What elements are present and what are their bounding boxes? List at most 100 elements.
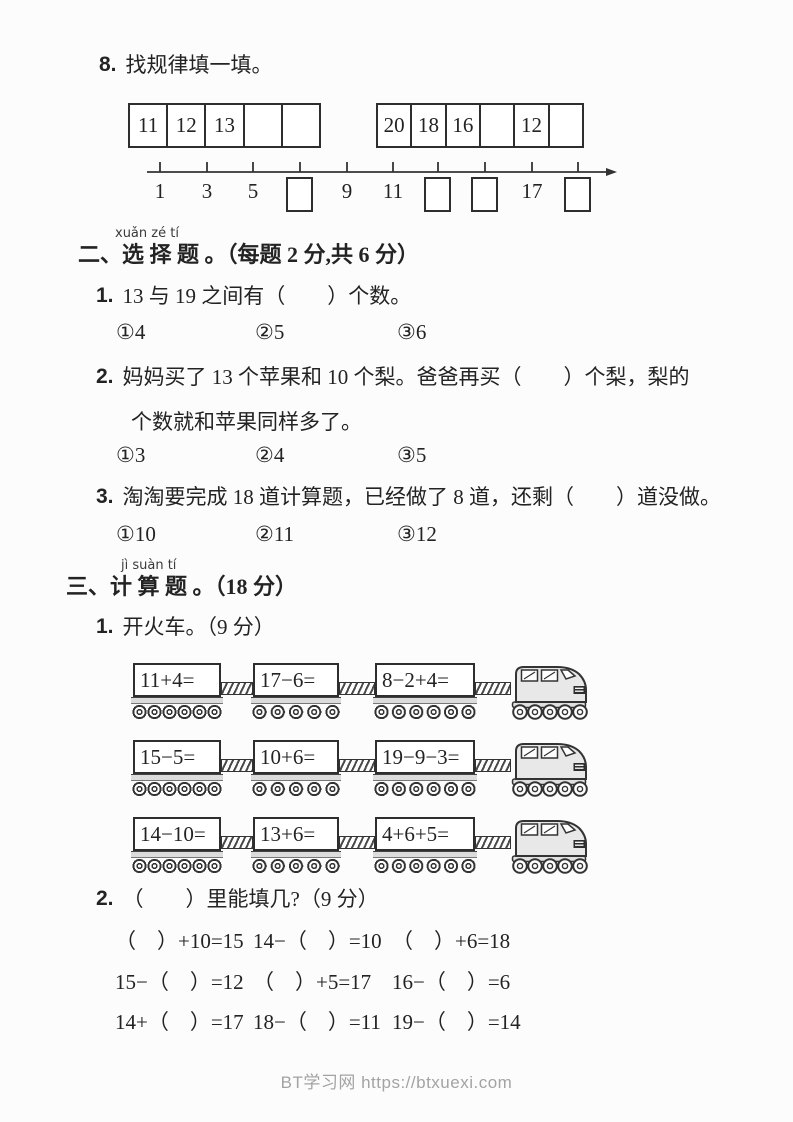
train-car: 15−5= [131, 740, 223, 797]
train-wheels-icon [132, 704, 222, 720]
train-car-expression: 4+6+5= [375, 817, 475, 851]
train-car: 14−10= [131, 817, 223, 874]
equation: 19−（ ）=14 [392, 1010, 521, 1034]
pattern-cell: 13 [206, 105, 245, 146]
section-title: 三、计 算 题 。（18 分） [66, 574, 298, 599]
pattern-cell: 18 [412, 105, 447, 146]
section-title: 二、选 择 题 。（每题 2 分,共 6 分） [78, 242, 420, 267]
train-car: 11+4= [131, 663, 223, 720]
question-text: （ ）里能填几?（9 分） [122, 887, 379, 911]
train-coupler-icon [221, 759, 253, 772]
train-car-expression: 10+6= [253, 740, 339, 774]
train-car-expression: 14−10= [133, 817, 221, 851]
choice-option: ①10 [116, 522, 156, 546]
train-car: 10+6= [251, 740, 341, 797]
number-line-label: 9 [341, 179, 353, 203]
equation: 14+（ ）=17 [115, 1010, 244, 1034]
question-8: 8. 找规律填一填。 [99, 52, 779, 78]
question-text: 找规律填一填。 [125, 53, 273, 77]
train-car: 19−9−3= [373, 740, 477, 797]
number-line-blank-box [286, 177, 313, 212]
train-row: 15−5= 10+6= 19−9−3= [131, 735, 589, 797]
question-number: 8. [99, 53, 117, 76]
train-wheels-icon [374, 781, 476, 797]
train-wheels-icon [374, 858, 476, 874]
train-car-chassis [131, 774, 223, 781]
question-text: 妈妈买了 13 个苹果和 10 个梨。爸爸再买（ ）个梨，梨的 [122, 365, 690, 389]
number-line-blank-box [424, 177, 451, 212]
locomotive-icon [511, 820, 588, 874]
choice-question-3: 3. 淘淘要完成 18 道计算题，已经做了 8 道，还剩（ ）道没做。 [96, 484, 776, 510]
train-car-chassis [373, 697, 477, 704]
number-line-label: 5 [247, 179, 259, 203]
train-car-chassis [373, 851, 477, 858]
number-line-label: 11 [382, 179, 404, 203]
pattern-cell: 12 [515, 105, 550, 146]
train-car-chassis [251, 697, 341, 704]
train-car-expression: 19−9−3= [375, 740, 475, 774]
locomotive-icon [511, 666, 588, 720]
train-car-expression: 8−2+4= [375, 663, 475, 697]
pattern-cell: 16 [447, 105, 481, 146]
pattern-strip-1: 11 12 13 [128, 103, 321, 148]
train-car: 8−2+4= [373, 663, 477, 720]
choice-option: ③6 [397, 320, 427, 344]
train-car: 13+6= [251, 817, 341, 874]
train-question-title: 1. 开火车。（9 分） [96, 614, 776, 640]
number-line-axis [147, 162, 617, 176]
choice-option: ②5 [255, 320, 285, 344]
train-wheels-icon [374, 704, 476, 720]
train-wheels-icon [252, 704, 340, 720]
question-number: 1. [96, 615, 114, 638]
train-car-chassis [251, 774, 341, 781]
number-line-label: 1 [154, 179, 166, 203]
number-line-label: 3 [201, 179, 213, 203]
section-pinyin: jì suàn tí [121, 558, 177, 573]
train-coupler-icon [475, 682, 511, 695]
equation-row: 15−（ ）=12 （ ）+5=17 16−（ ）=6 [115, 966, 735, 996]
train-coupler-icon [475, 836, 511, 849]
train-coupler-icon [339, 759, 375, 772]
choice-question-1: 1. 13 与 19 之间有（ ）个数。 [96, 283, 776, 309]
train-coupler-icon [475, 759, 511, 772]
number-line-blank-box [471, 177, 498, 212]
train-coupler-icon [339, 682, 375, 695]
locomotive-icon [511, 743, 588, 797]
pattern-blank-cell [481, 105, 516, 146]
pattern-blank-cell [550, 105, 582, 146]
train-coupler-icon [221, 836, 253, 849]
choice-option: ②4 [255, 443, 285, 467]
equation: （ ）+6=18 [392, 929, 511, 953]
equation: （ ）+10=15 [115, 929, 244, 953]
arrow-icon [606, 168, 617, 176]
number-line: 1 3 5 9 11 17 [122, 155, 632, 217]
choice-option: ①4 [116, 320, 146, 344]
pattern-cell: 12 [168, 105, 207, 146]
pattern-blank-cell [245, 105, 283, 146]
question-number: 3. [96, 485, 114, 508]
train-car-chassis [131, 851, 223, 858]
train-row: 14−10= 13+6= 4+6+5= [131, 812, 589, 874]
equation-row: 14+（ ）=17 18−（ ）=11 19−（ ）=14 [115, 1006, 735, 1036]
train-car-expression: 11+4= [133, 663, 221, 697]
train-car-chassis [131, 697, 223, 704]
choice-option: ①3 [116, 443, 146, 467]
site-watermark: BT学习网 https://btxuexi.com [280, 1073, 513, 1092]
train-car-chassis [251, 851, 341, 858]
question-text: 淘淘要完成 18 道计算题，已经做了 8 道，还剩（ ）道没做。 [122, 485, 722, 509]
options-row: ①10 ②11 ③12 [116, 522, 636, 550]
train-car-expression: 17−6= [253, 663, 339, 697]
question-text-line2: 个数就和苹果同样多了。 [131, 410, 362, 434]
question-number: 2. [96, 365, 114, 388]
train-wheels-icon [132, 858, 222, 874]
section-pinyin: xuǎn zé tí [115, 226, 179, 241]
pattern-cell: 11 [130, 105, 169, 146]
train-wheels-icon [252, 781, 340, 797]
choice-option: ③5 [397, 443, 427, 467]
choice-question-2: 2. 妈妈买了 13 个苹果和 10 个梨。爸爸再买（ ）个梨，梨的 [96, 364, 776, 390]
choice-option: ③12 [397, 522, 437, 546]
train-car-chassis [373, 774, 477, 781]
question-text: 13 与 19 之间有（ ）个数。 [122, 284, 412, 308]
question-number: 2. [96, 887, 114, 910]
options-row: ①3 ②4 ③5 [116, 443, 636, 471]
